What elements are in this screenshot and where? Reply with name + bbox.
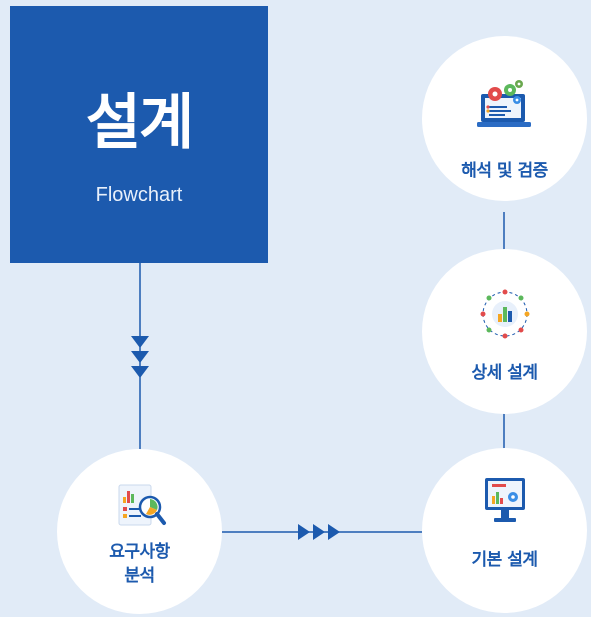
- arrow-right-2: [313, 524, 325, 540]
- monitor-settings-icon: [483, 476, 527, 532]
- arrow-down-3: [131, 366, 149, 378]
- node-requirements-analysis[interactable]: 요구사항 분석: [57, 449, 222, 614]
- node-label: 기본 설계: [471, 550, 538, 570]
- node-label: 해석 및 검증: [461, 161, 548, 181]
- arrow-down-1: [131, 336, 149, 348]
- title-block: 설계 Flowchart: [10, 6, 268, 263]
- node-label: 요구사항 분석: [109, 542, 170, 586]
- laptop-gears-icon: [475, 80, 535, 136]
- node-label: 상세 설계: [471, 363, 538, 383]
- arrow-down-2: [131, 351, 149, 363]
- arrow-right-1: [298, 524, 310, 540]
- node-detail-design[interactable]: 상세 설계: [422, 249, 587, 414]
- page-title: 설계: [85, 88, 194, 158]
- network-chart-icon: [475, 284, 535, 348]
- arrow-right-3: [328, 524, 340, 540]
- node-analysis-verify[interactable]: 해석 및 검증: [422, 36, 587, 201]
- document-analysis-icon: [113, 481, 167, 535]
- page-subtitle: Flowchart: [95, 184, 183, 206]
- node-basic-design[interactable]: 기본 설계: [422, 448, 587, 613]
